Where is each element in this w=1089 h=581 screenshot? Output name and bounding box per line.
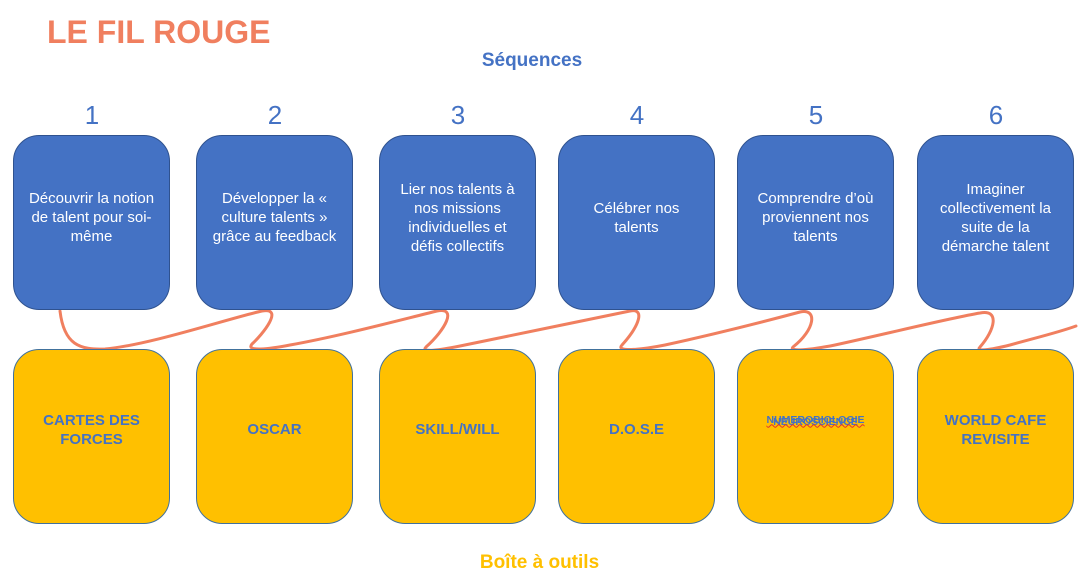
sequence-number: 4 (629, 100, 645, 130)
sequence-box-2: Développer la « culture talents » grâce … (196, 135, 353, 310)
sequence-text: Imaginer collectivement la suite de la d… (940, 180, 1051, 255)
tool-text: SKILL/WILL (415, 421, 500, 438)
tool-box-6: WORLD CAFE REVISITE (917, 349, 1074, 524)
red-thread-path (58, 309, 1078, 352)
toolbox-heading: Boîte à outils (479, 552, 600, 573)
tool-text: OSCAR (247, 421, 302, 438)
sequence-box-5: Comprendre d’où proviennent nos talents (737, 135, 894, 310)
tool-text-line-spellcheck: NUMEROBIOLOGIE (766, 413, 865, 426)
sequence-number: 3 (450, 100, 466, 130)
sequence-number: 6 (988, 100, 1004, 130)
sequence-box-1: Découvrir la notion de talent pour soi-m… (13, 135, 170, 310)
tool-text: CARTES DES FORCES (43, 411, 140, 448)
tool-box-3: SKILL/WILL (379, 349, 536, 524)
tool-text: D.O.S.E (608, 421, 664, 438)
sequence-number: 1 (84, 100, 100, 130)
sequence-text: Développer la « culture talents » grâce … (212, 190, 337, 245)
sequence-text: Comprendre d’où proviennent nos talents (757, 190, 874, 245)
sequence-text: Célébrer nos talents (593, 199, 680, 236)
sequence-text: Découvrir la notion de talent pour soi-m… (28, 190, 155, 245)
tool-box-1: CARTES DES FORCES (13, 349, 170, 524)
sequence-number: 5 (808, 100, 824, 130)
sequences-heading: Séquences (481, 50, 583, 71)
sequence-box-6: Imaginer collectivement la suite de la d… (917, 135, 1074, 310)
sequence-box-4: Célébrer nos talents (558, 135, 715, 310)
page-title: LE FIL ROUGE (47, 14, 271, 50)
sequence-box-3: Lier nos talents à nos missions individu… (379, 135, 536, 310)
tool-box-5: NEUROSCIENCE NUMEROBIOLOGIE (737, 349, 894, 524)
tool-box-4: D.O.S.E (558, 349, 715, 524)
sequence-number: 2 (267, 100, 283, 130)
tool-box-2: OSCAR (196, 349, 353, 524)
sequence-text: Lier nos talents à nos missions individu… (400, 180, 515, 255)
tool-text: WORLD CAFE REVISITE (944, 411, 1047, 448)
tool-text-line: NEUROSCIENCE (773, 415, 858, 428)
